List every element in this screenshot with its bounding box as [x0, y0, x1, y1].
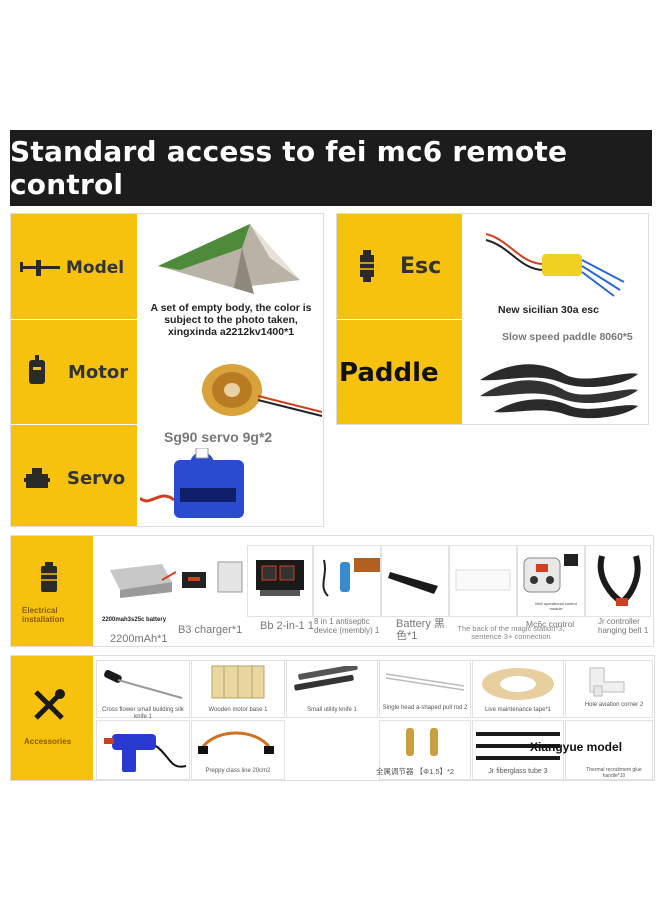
charger-caption: B3 charger*1 [178, 624, 243, 636]
battery-sub: 2200mAh*1 [110, 633, 168, 645]
motor-image [196, 356, 324, 420]
esc-image [480, 224, 630, 298]
airplane-icon [18, 258, 62, 278]
electrical-strip [10, 535, 654, 647]
fiberglass-tile [472, 720, 564, 780]
pull-rod-caption: Single head a-shaped pull rod 2 [382, 705, 468, 711]
cable-usb-image [318, 556, 382, 600]
paddle-cell [337, 320, 462, 424]
paddle-caption: Slow speed paddle 8060*5 [502, 331, 633, 343]
fiberglass-caption: Jr fiberglass tube 3 [488, 768, 548, 775]
esc-icon [360, 250, 374, 282]
paddle-label: Paddle [339, 358, 439, 388]
glue-stick-caption: Thermal recruitment glue handle*10 [586, 767, 642, 779]
propeller-image [474, 352, 644, 424]
esc-cell [337, 214, 462, 319]
motor-icon [28, 355, 46, 385]
top-left-grid [10, 213, 324, 527]
esc-label: Esc [400, 254, 442, 279]
motor-label: Motor [68, 362, 129, 383]
strap-image [388, 566, 444, 596]
servo-lead-caption: Preppy class line 20cm2 [205, 768, 271, 774]
battery-caption: 2200mah3s25c battery [102, 617, 167, 623]
tape-roll-image [480, 666, 556, 702]
servo-caption: Sg90 servo 9g*2 [164, 429, 273, 445]
mc6c-sub: Mc6 operational control module [535, 601, 577, 611]
servo-icon [24, 466, 50, 492]
battery-icon [41, 562, 57, 592]
transmitter-image [520, 550, 582, 600]
model-caption: A set of empty body, the color is subjec… [150, 302, 312, 338]
lipo-battery-image [106, 560, 176, 600]
tester-image [254, 556, 306, 600]
utility-knife-caption: Small utility knife 1 [307, 707, 357, 713]
horn-caption: Hole aviation corner 2 [584, 702, 644, 708]
mc6c-caption: Mc6c control [526, 619, 575, 629]
model-label: Model [66, 258, 125, 278]
motor-base-image [210, 664, 266, 700]
servo-label: Servo [67, 468, 126, 489]
accessories-strip [10, 655, 655, 781]
adjuster-caption: 全属调节器 【Φ1.5】*2 [376, 767, 455, 776]
horn-image [584, 664, 634, 698]
fiberglass-tube-image [476, 730, 560, 762]
pull-rod-image [384, 668, 466, 692]
pull-rod-tile [379, 660, 471, 718]
motor-base-caption: Wooden motor base 1 [208, 707, 268, 713]
accessories-cell [11, 656, 93, 780]
strap-caption: Battery 黑色*1 [396, 618, 445, 642]
electrical-label: Electrical installation [22, 606, 65, 624]
glue-gun-image [100, 726, 188, 776]
top-right-grid [336, 213, 649, 425]
station-caption: The back of the magic station*3, sentenc… [457, 624, 565, 641]
servo-lead-image [196, 724, 276, 764]
screwdriver-image [102, 664, 186, 700]
tester-caption: Bb 2-in-1 1 [260, 620, 314, 632]
belt-caption: Jr controller hanging belt 1 [598, 617, 649, 635]
neck-strap-image [592, 552, 646, 608]
brand-label: Xiangyue model [530, 740, 623, 754]
charger-image [180, 560, 246, 600]
model-airframe-image [150, 218, 320, 298]
servo-image [140, 448, 270, 526]
screwdriver-tile [96, 660, 190, 718]
esc-caption: New sicilian 30a esc [498, 304, 599, 316]
accessories-label: Accessories [24, 737, 72, 746]
page-title: Standard access to fei mc6 remote contro… [10, 130, 652, 206]
glue-stick-tile [565, 720, 653, 780]
station-image [454, 566, 512, 594]
utility-knife-image [292, 666, 372, 696]
device-caption: 8 in 1 antiseptic device (membly) 1 [314, 617, 380, 635]
tape-caption: Live maintenance tape*1 [484, 707, 552, 713]
screwdriver-caption: Cross flower small building silk knife 1 [102, 707, 184, 720]
adjuster-tile [379, 720, 471, 780]
tools-icon [32, 688, 66, 722]
adjuster-image [400, 724, 450, 764]
